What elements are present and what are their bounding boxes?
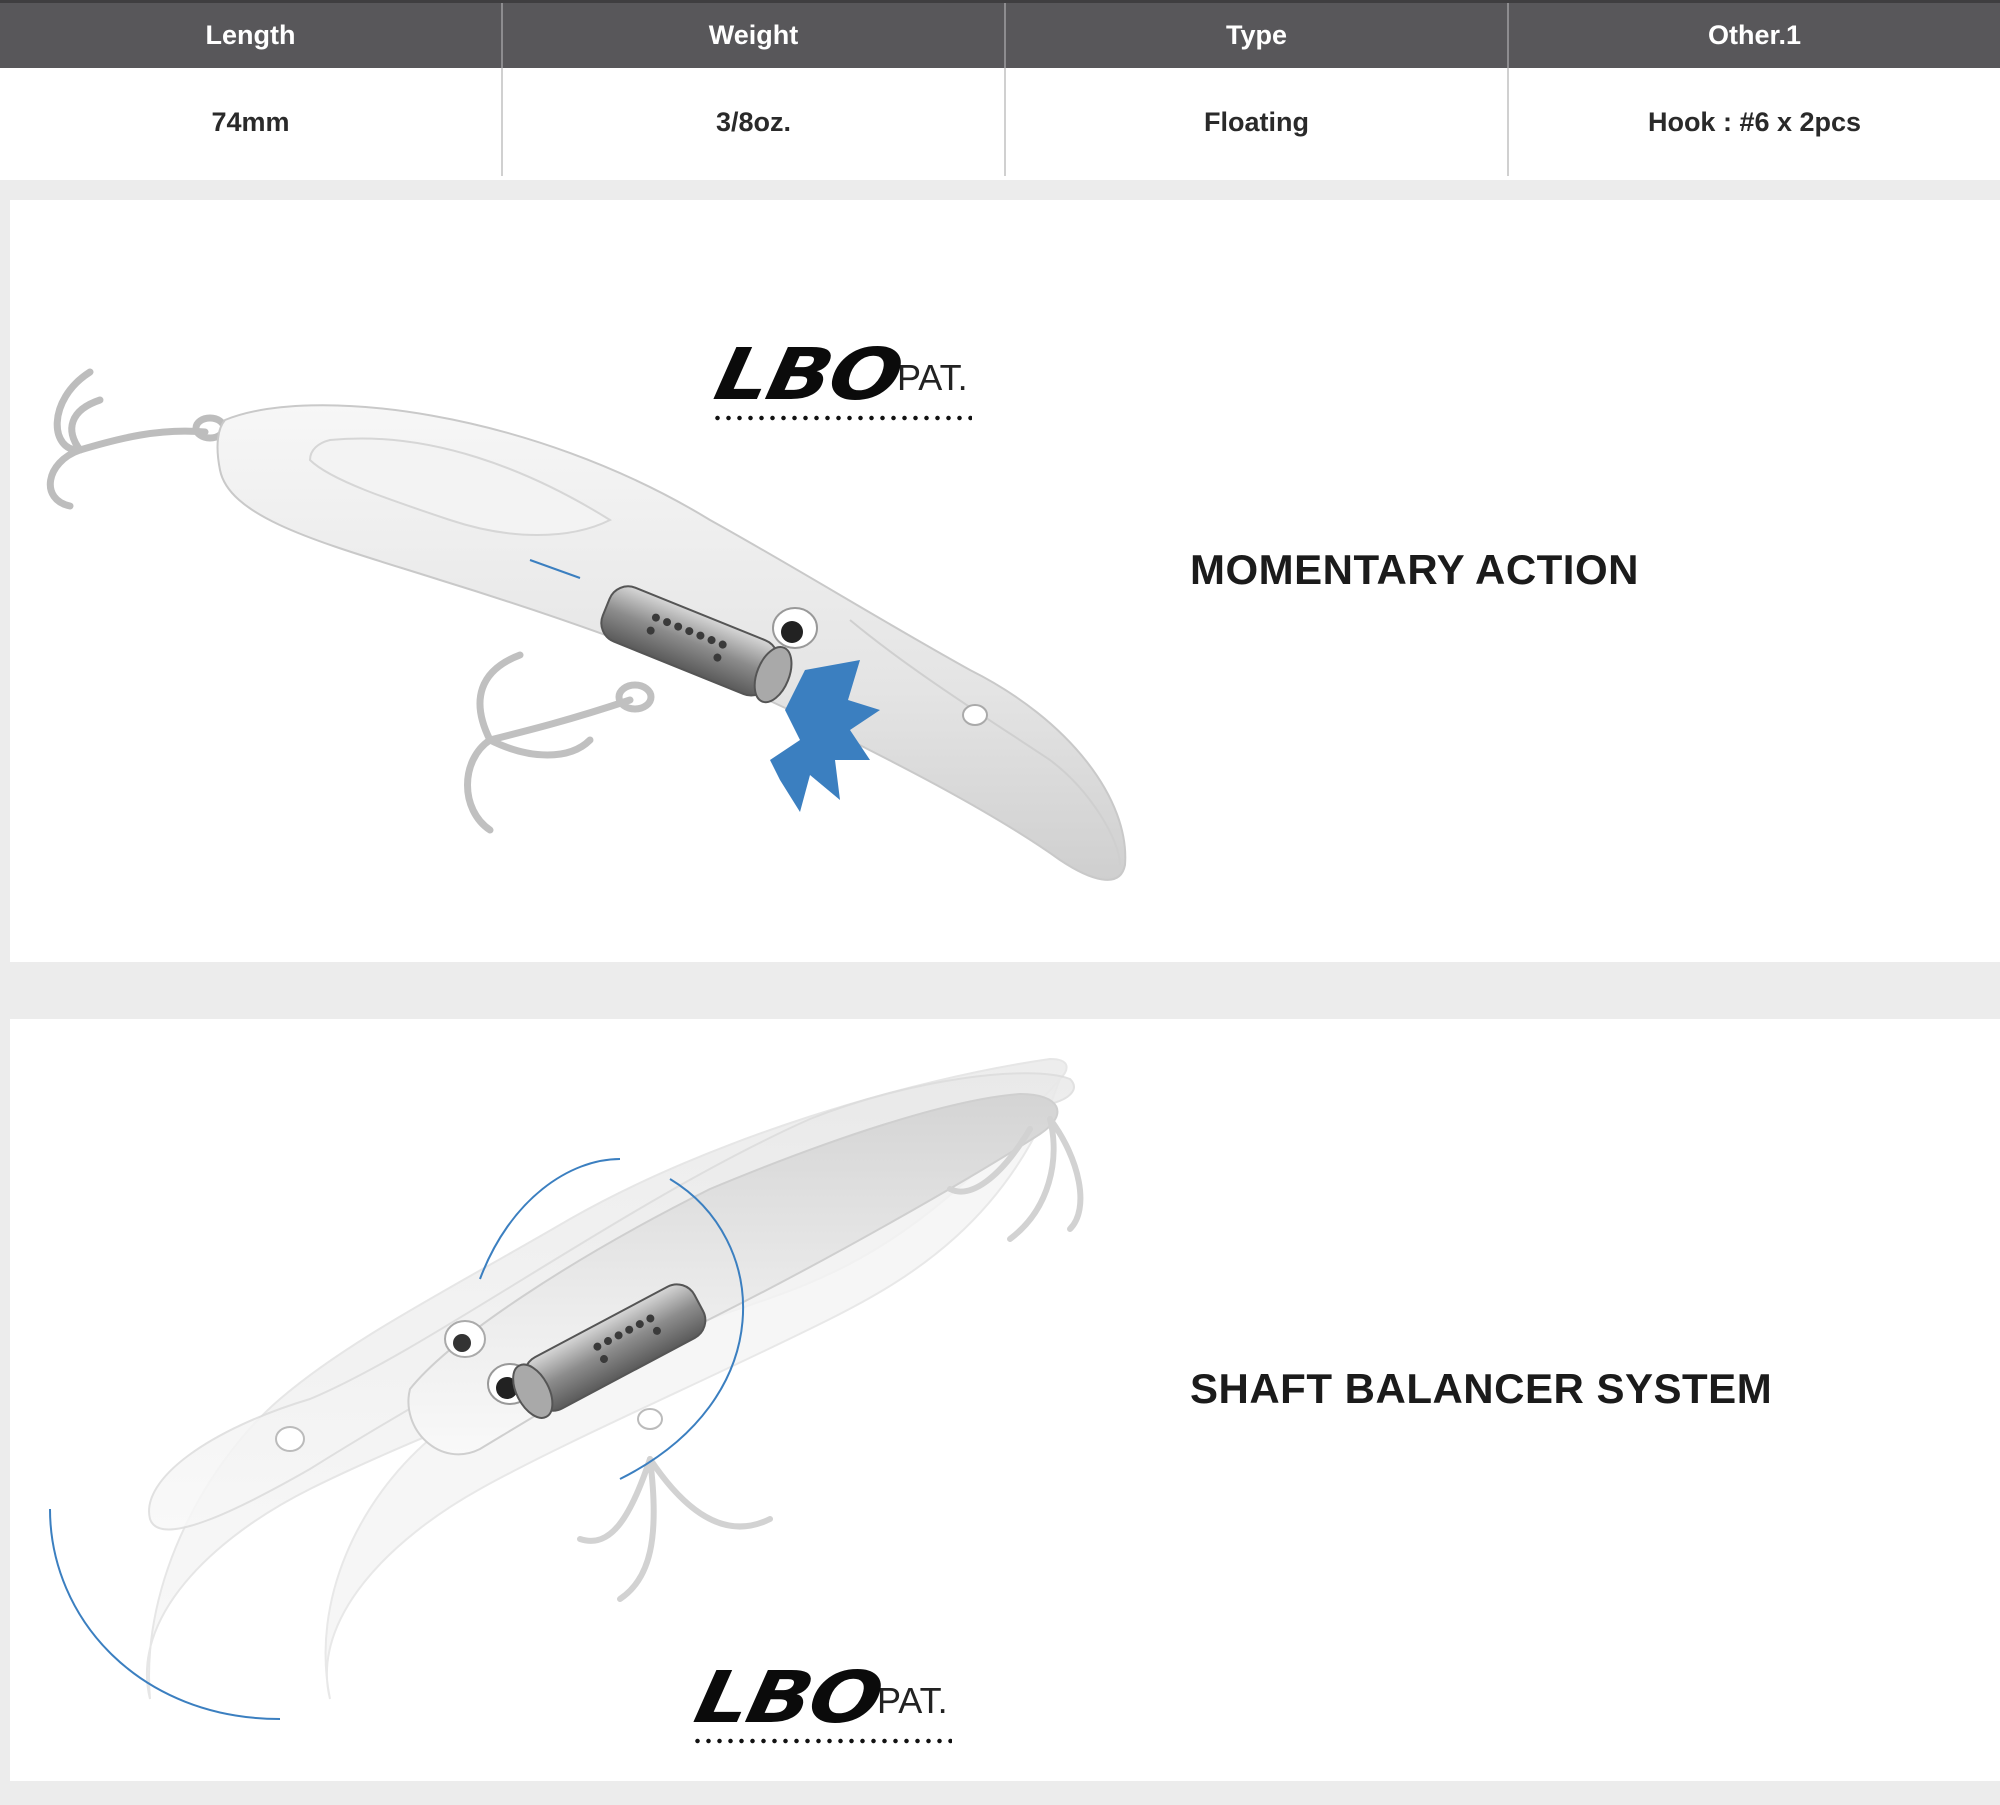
value-other: Hook : #6 x 2pcs (1647, 106, 1862, 137)
header-weight: Weight (503, 3, 1006, 68)
spec-table-header: Length Weight Type Other.1 (0, 0, 2000, 68)
value-type: Floating (1006, 68, 1509, 176)
rear-hook-icon (46, 368, 228, 510)
value-weight: 3/8oz. (503, 68, 1006, 176)
lbo-logo: LBOPAT. (708, 318, 972, 422)
header-other: Other.1 (1707, 20, 1802, 50)
lbo-logo: LBOPAT. (688, 1641, 952, 1745)
fishing-lure-motion-illustration-icon (49, 1057, 1084, 1720)
logo-dots-icon (692, 1737, 952, 1745)
impact-burst-icon (770, 660, 880, 812)
shaft-balancer-icon (512, 1283, 707, 1419)
header-length: Length (0, 3, 503, 68)
feature-panel-shaft-balancer: LBOPAT. SHAFT BALANCER SYSTEM (10, 1019, 2000, 1781)
feature-title-momentary-action: MOMENTARY ACTION (1190, 546, 1639, 593)
logo-dots-icon (712, 414, 972, 422)
header-type: Type (1006, 3, 1509, 68)
value-length: 74mm (0, 68, 503, 176)
spec-table-row: 74mm 3/8oz. Floating Hook : #6 x 2pcs (0, 68, 2000, 176)
spec-table: Length Weight Type Other.1 74mm 3/8oz. F… (0, 0, 2000, 180)
feature-title-shaft-balancer: SHAFT BALANCER SYSTEM (1190, 1365, 1773, 1412)
shaft-balancer-icon (600, 585, 793, 704)
belly-hook-icon (464, 651, 655, 834)
feature-panel-momentary-action: LBOPAT. MOMENTARY ACTION (10, 200, 2000, 962)
fishing-lure-illustration-icon (46, 368, 1127, 881)
motion-arc-icon (49, 1158, 745, 1720)
